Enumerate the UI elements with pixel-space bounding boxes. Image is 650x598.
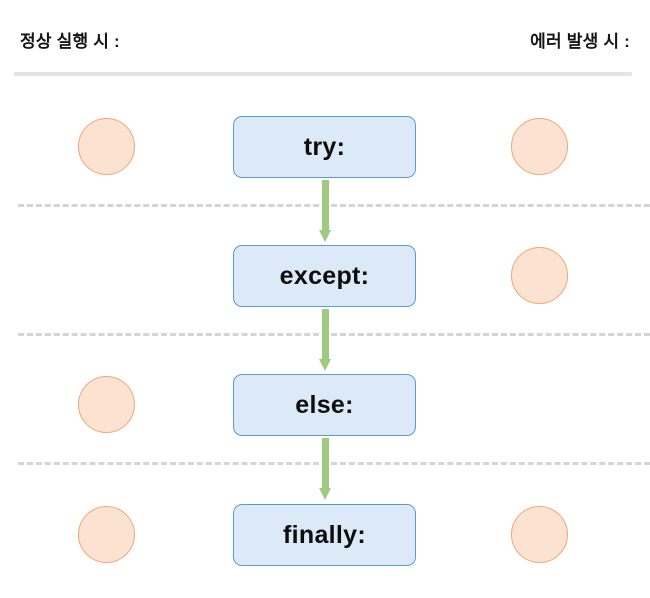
node-finally[interactable]: finally: [233,504,416,566]
column-header-error-occurred: 에러 발생 시 : [530,32,630,51]
left-dot-finally [78,506,135,563]
node-label-except: except: [279,261,370,290]
right-dot-finally [511,506,568,563]
node-try[interactable]: try: [233,116,416,178]
header-divider-rule [14,72,632,76]
node-else[interactable]: else: [233,374,416,436]
left-dot-try [78,118,135,175]
row-divider-2 [18,333,650,336]
arrow-try-to-except [319,180,331,242]
arrow-except-to-else [319,309,331,371]
node-label-else: else: [295,390,354,419]
node-except[interactable]: except: [233,245,416,307]
node-label-try: try: [303,132,346,161]
arrow-else-to-finally [319,438,331,500]
right-dot-try [511,118,568,175]
row-divider-1 [18,204,650,207]
node-label-finally: finally: [283,520,366,549]
row-divider-3 [18,462,650,465]
column-header-normal-execution: 정상 실행 시 : [20,32,120,51]
right-dot-except [511,247,568,304]
left-dot-else [78,376,135,433]
